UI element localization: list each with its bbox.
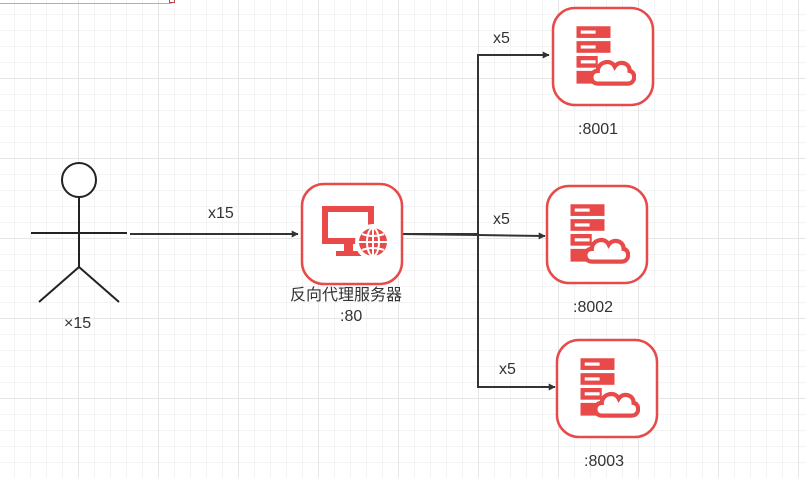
actor-right-leg (78, 266, 120, 303)
edge-to-server-8001[interactable] (402, 51, 550, 235)
server-port-label-8002: :8002 (573, 299, 614, 316)
server-node-frame (551, 6, 655, 107)
edge-to-server-8002[interactable] (401, 232, 546, 240)
server-node-frame (555, 338, 659, 439)
proxy-server-node[interactable] (300, 182, 404, 286)
server-port-label-8003: :8003 (584, 453, 625, 470)
actor-left-leg (38, 266, 80, 303)
server-node-8002[interactable] (545, 184, 649, 285)
edge-label-server-3: x5 (499, 361, 516, 378)
monitor-globe-icon (322, 206, 391, 260)
edge-label-actor-to-proxy: x15 (208, 205, 234, 222)
server-node-8003[interactable] (555, 338, 659, 439)
server-node-frame (545, 184, 649, 285)
actor-head (61, 162, 97, 198)
proxy-port-label: :80 (340, 308, 363, 325)
server-port-label-8001: :8001 (578, 121, 619, 138)
proxy-name-label: 反向代理服务器 (290, 287, 403, 304)
actor-count-label: ×15 (64, 315, 92, 332)
edge-label-server-2: x5 (493, 211, 510, 228)
edge-to-server-8003[interactable] (477, 235, 556, 391)
resize-handle[interactable] (169, 0, 175, 3)
actor-stick-figure[interactable] (31, 162, 127, 303)
edge-label-server-1: x5 (493, 30, 510, 47)
selection-bar (0, 0, 175, 4)
server-node-8001[interactable] (551, 6, 655, 107)
edges-proxy-to-servers (401, 51, 556, 391)
